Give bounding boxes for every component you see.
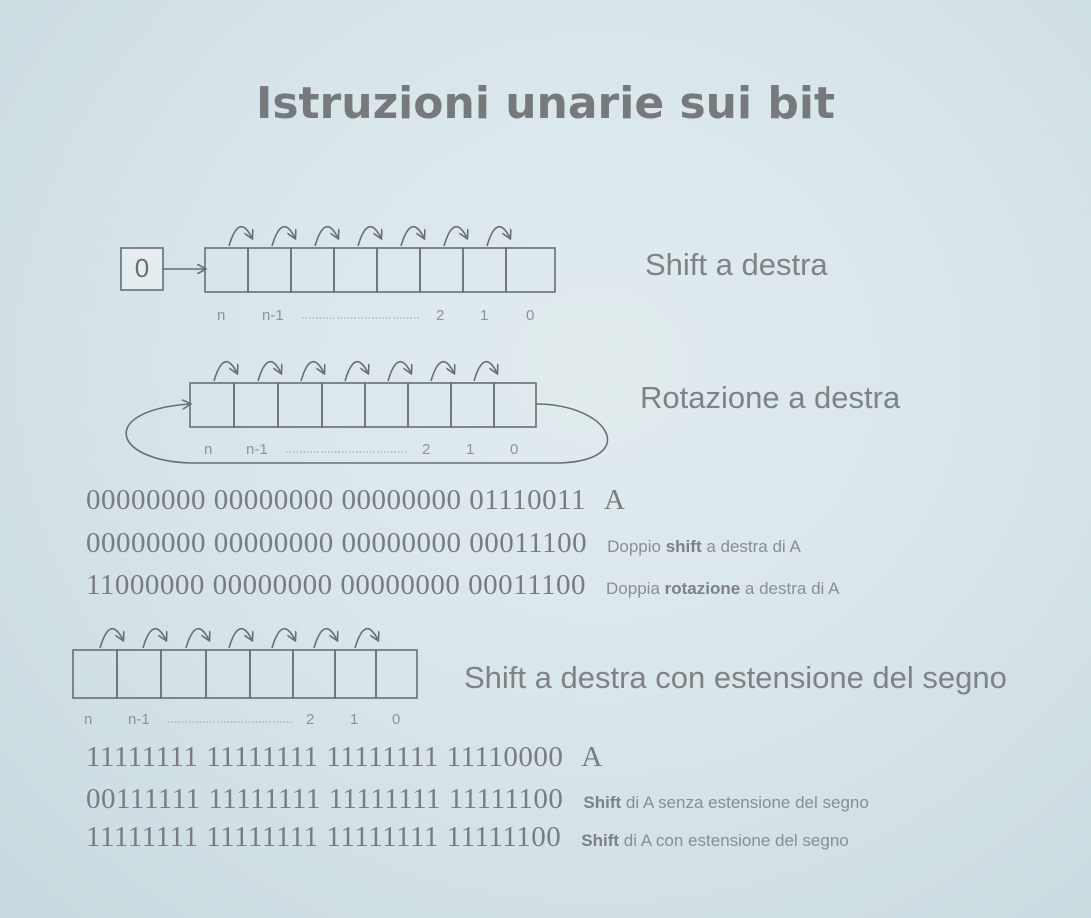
zero-input-box	[120, 247, 164, 291]
svg-text:2: 2	[306, 711, 314, 728]
bits-note: Doppio shift a destra di A	[607, 537, 801, 556]
svg-text:n-1: n-1	[262, 307, 284, 324]
svg-text:n: n	[84, 711, 92, 728]
rotation-loop	[125, 404, 609, 464]
rotate-arrows	[213, 361, 497, 382]
svg-text:n-1: n-1	[246, 441, 268, 458]
bits-tag: A	[581, 741, 603, 773]
bits-tag: A	[604, 484, 626, 516]
sign-extend-diagram	[72, 628, 418, 699]
svg-text:0: 0	[392, 711, 400, 728]
sign-extend-indices: n n-1 2 1 0	[84, 711, 400, 728]
shift-right-indices: n n-1 2 1 0	[217, 307, 534, 324]
svg-text:2: 2	[422, 441, 430, 458]
bits-value: 11111111 11111111 11111111 11110000	[86, 741, 564, 773]
bits-row-no-sign-ext: 00111111 11111111 11111111 11111100 Shift…	[86, 783, 869, 816]
sign-extend-label: Shift a destra con estensione del segno	[464, 660, 1007, 695]
bits-value: 00111111 11111111 11111111 11111100	[86, 783, 564, 815]
register-cells	[189, 382, 537, 428]
svg-text:2: 2	[436, 307, 444, 324]
svg-text:n-1: n-1	[128, 711, 150, 728]
bits-row-with-sign-ext: 11111111 11111111 11111111 11111100 Shift…	[86, 821, 849, 854]
bits-value: 11111111 11111111 11111111 11111100	[86, 821, 562, 853]
page-title: Istruzioni unarie sui bit	[255, 78, 836, 129]
svg-text:1: 1	[466, 441, 474, 458]
rotate-right-label: Rotazione a destra	[640, 380, 901, 415]
rotate-right-indices: n n-1 2 1 0	[204, 441, 518, 458]
shift-arrows	[228, 226, 510, 247]
bits-row-a2: 11111111 11111111 11111111 11110000 A	[86, 741, 603, 774]
bits-note: Shift di A con estensione del segno	[581, 831, 849, 850]
bits-note: Doppia rotazione a destra di A	[606, 579, 840, 598]
bits-value: 00000000 00000000 00000000 00011100	[86, 527, 588, 559]
bits-row-double-rotate: 11000000 00000000 00000000 00011100 Doppi…	[86, 569, 839, 602]
svg-text:1: 1	[350, 711, 358, 728]
svg-text:0: 0	[510, 441, 518, 458]
bits-row-a: 00000000 00000000 00000000 01110011 A	[86, 484, 625, 517]
register-cells	[204, 247, 556, 293]
zero-input-label: 0	[134, 253, 150, 283]
svg-text:0: 0	[526, 307, 534, 324]
svg-text:n: n	[217, 307, 225, 324]
sign-arrows	[99, 628, 378, 649]
rotate-right-diagram	[125, 361, 609, 464]
register-cells	[72, 649, 418, 699]
svg-text:1: 1	[480, 307, 488, 324]
bits-row-double-shift: 00000000 00000000 00000000 00011100 Doppi…	[86, 527, 801, 560]
shift-right-diagram	[120, 226, 556, 293]
shift-right-label: Shift a destra	[645, 247, 828, 282]
bits-note: Shift di A senza estensione del segno	[583, 793, 869, 812]
bits-value: 00000000 00000000 00000000 01110011	[86, 484, 587, 516]
bits-value: 11000000 00000000 00000000 00011100	[86, 569, 587, 601]
svg-text:n: n	[204, 441, 212, 458]
